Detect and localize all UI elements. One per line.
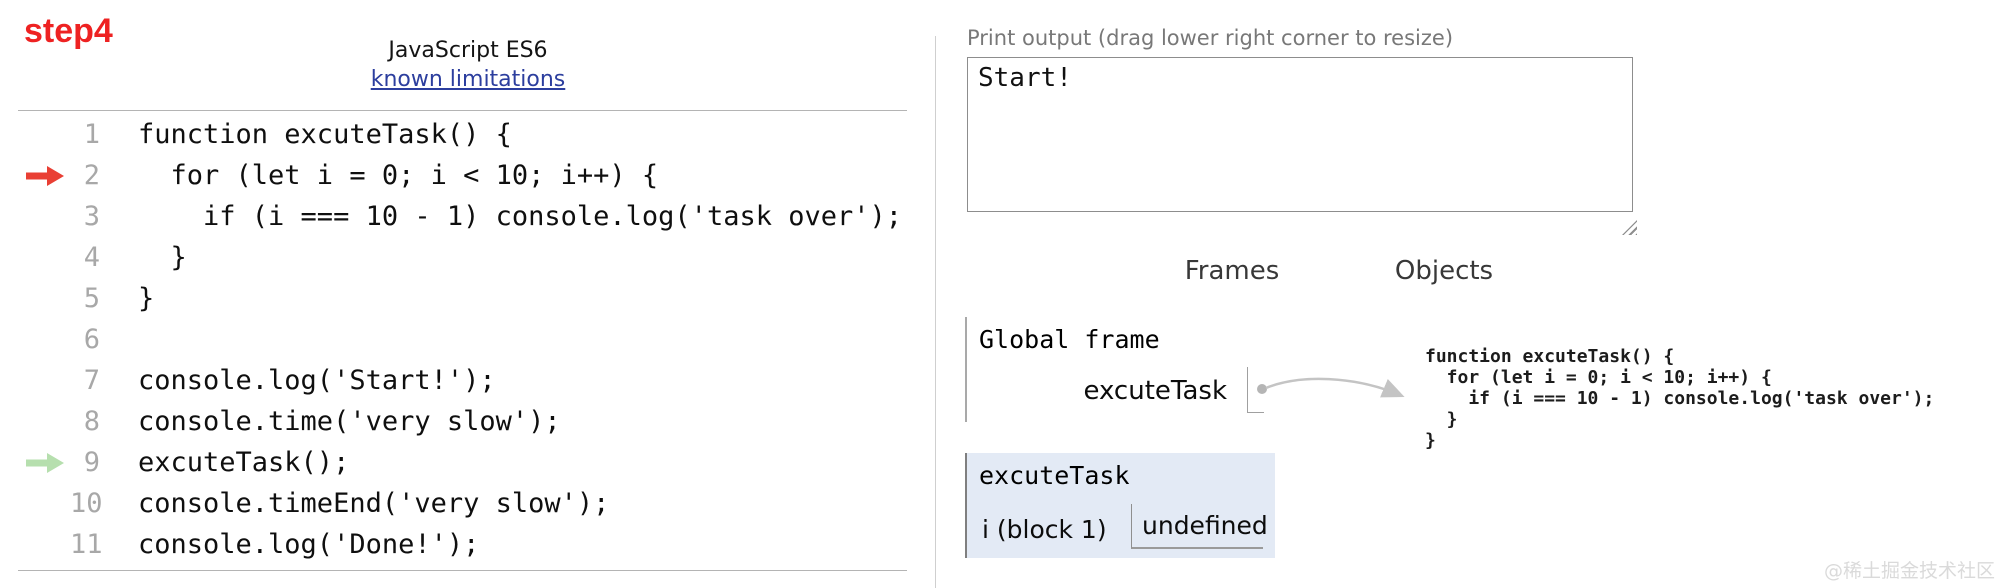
variable-value-cell xyxy=(1247,367,1264,413)
function-code-line: if (i === 10 - 1) console.log('task over… xyxy=(1425,388,1935,409)
line-number: 2 xyxy=(83,160,100,191)
variable-name: i (block 1) xyxy=(982,515,1107,544)
execution-arrow-slot xyxy=(0,452,70,473)
line-number: 7 xyxy=(83,365,100,396)
code-text: console.log('Start!'); xyxy=(138,365,496,396)
variable-value-cell: undefined xyxy=(1131,504,1268,549)
global-frame-title: Global frame xyxy=(979,325,1160,354)
code-text: for (let i = 0; i < 10; i++) { xyxy=(138,160,659,191)
print-output-label: Print output (drag lower right corner to… xyxy=(967,26,1454,50)
current-line-arrow-icon xyxy=(26,165,64,186)
line-number: 6 xyxy=(83,324,100,355)
line-number: 11 xyxy=(70,529,103,560)
excutetask-frame: excuteTask i (block 1) undefined xyxy=(965,453,1275,558)
previous-line-arrow-icon xyxy=(26,452,64,473)
code-text: console.time('very slow'); xyxy=(138,406,561,437)
watermark: @稀土掘金技术社区 xyxy=(1823,560,1995,582)
code-line-8: 8 console.time('very slow'); xyxy=(0,401,930,442)
code-line-5: 5} xyxy=(0,278,930,319)
code-line-1: 1 function excuteTask() { xyxy=(0,114,930,155)
code-line-3: 3 if (i === 10 - 1) console.log('task ov… xyxy=(0,196,930,237)
excutetask-frame-title: excuteTask xyxy=(979,461,1130,490)
code-text: } xyxy=(138,283,155,314)
print-output-textarea[interactable]: Start! xyxy=(967,57,1633,212)
line-number: 3 xyxy=(83,201,100,232)
execution-arrow-slot xyxy=(0,165,70,186)
line-number: 4 xyxy=(83,242,100,273)
code-line-4: 4 } xyxy=(0,237,930,278)
code-panel-top-rule xyxy=(18,110,907,111)
function-code-line: } xyxy=(1425,409,1458,430)
function-code-line: for (let i = 0; i < 10; i++) { xyxy=(1425,367,1772,388)
language-label: JavaScript ES6 xyxy=(388,38,548,63)
code-line-2: 2 for (let i = 0; i < 10; i++) { xyxy=(0,155,930,196)
language-header: JavaScript ES6 known limitations xyxy=(318,38,618,92)
function-code-line: function excuteTask() { xyxy=(1425,346,1675,367)
variable-name: excuteTask xyxy=(1083,376,1227,406)
global-frame: Global frame excuteTask xyxy=(965,317,1265,422)
code-text: console.timeEnd('very slow'); xyxy=(138,488,610,519)
code-text: console.log('Done!'); xyxy=(138,529,480,560)
line-number: 9 xyxy=(83,447,100,478)
code-lines: 1 function excuteTask() { 2 for (let i = 0… xyxy=(0,114,930,565)
line-number: 8 xyxy=(83,406,100,437)
line-number: 1 xyxy=(83,119,100,150)
frames-column-header: Frames xyxy=(1184,256,1280,286)
code-text: if (i === 10 - 1) console.log('task over… xyxy=(138,201,903,232)
code-line-6: 6 xyxy=(0,319,930,360)
known-limitations-link[interactable]: known limitations xyxy=(370,67,566,92)
code-line-7: 7 console.log('Start!'); xyxy=(0,360,930,401)
code-line-9: 9 excuteTask(); xyxy=(0,442,930,483)
code-panel-bottom-rule xyxy=(18,570,907,571)
line-number: 10 xyxy=(70,488,103,519)
code-text: excuteTask(); xyxy=(138,447,350,478)
panel-divider xyxy=(935,36,936,588)
objects-column-header: Objects xyxy=(1394,256,1494,286)
pointer-arrow-icon xyxy=(1257,377,1405,398)
step-title: step4 xyxy=(24,12,113,50)
function-code-line: } xyxy=(1425,430,1436,451)
line-number: 5 xyxy=(83,283,100,314)
code-text: function excuteTask() { xyxy=(138,119,512,150)
code-line-11: 11 console.log('Done!'); xyxy=(0,524,930,565)
resize-grip-icon[interactable] xyxy=(1622,220,1637,235)
code-text: } xyxy=(138,242,187,273)
function-object-code: function excuteTask() { for (let i = 0; … xyxy=(1425,346,1934,451)
code-line-10: 10 console.timeEnd('very slow'); xyxy=(0,483,930,524)
